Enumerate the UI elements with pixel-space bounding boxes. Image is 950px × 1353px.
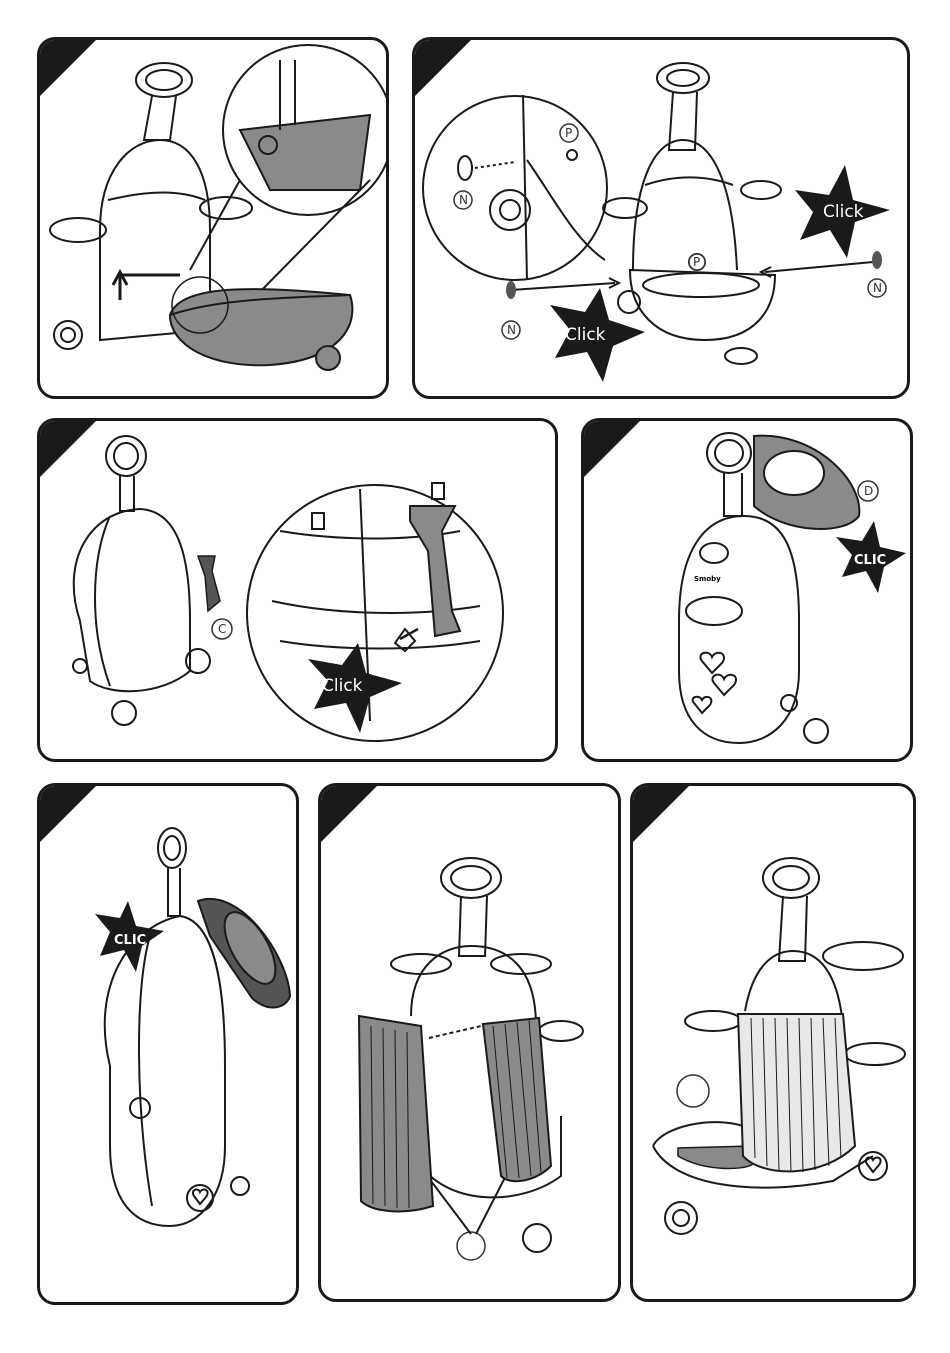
label-n-left: N [507,323,516,337]
label-n-right: N [873,281,882,295]
label-c: C [218,622,226,636]
step-2-panel: P N N N P Click Click [412,37,910,399]
step-6-illustration [321,786,621,1302]
step-4-panel: Smoby D CLIC [581,418,913,762]
step-1-panel [37,37,389,399]
click-label-left: Click [565,325,606,345]
click-label-step3: Click [322,676,363,696]
step-5-illustration: CLIC [40,786,299,1305]
step-4-illustration: Smoby D CLIC [584,421,913,762]
step-2-illustration: P N N N P Click Click [415,40,910,399]
step-1-illustration [40,40,389,399]
step-6-panel [318,783,621,1302]
brand-label: Smoby [694,575,721,583]
label-d: D [864,484,873,498]
step-5-panel: CLIC [37,783,299,1305]
clic-label-step5: CLIC [114,933,146,948]
click-label-right: Click [823,202,864,222]
clic-label-step4: CLIC [854,553,886,568]
label-p-top: P [565,126,572,140]
step-7-illustration [633,786,916,1302]
step-7-panel [630,783,916,1302]
step-3-panel: C Click [37,418,558,762]
label-p-center: P [693,255,700,269]
label-n-top: N [459,193,468,207]
step-3-illustration: C Click [40,421,558,762]
